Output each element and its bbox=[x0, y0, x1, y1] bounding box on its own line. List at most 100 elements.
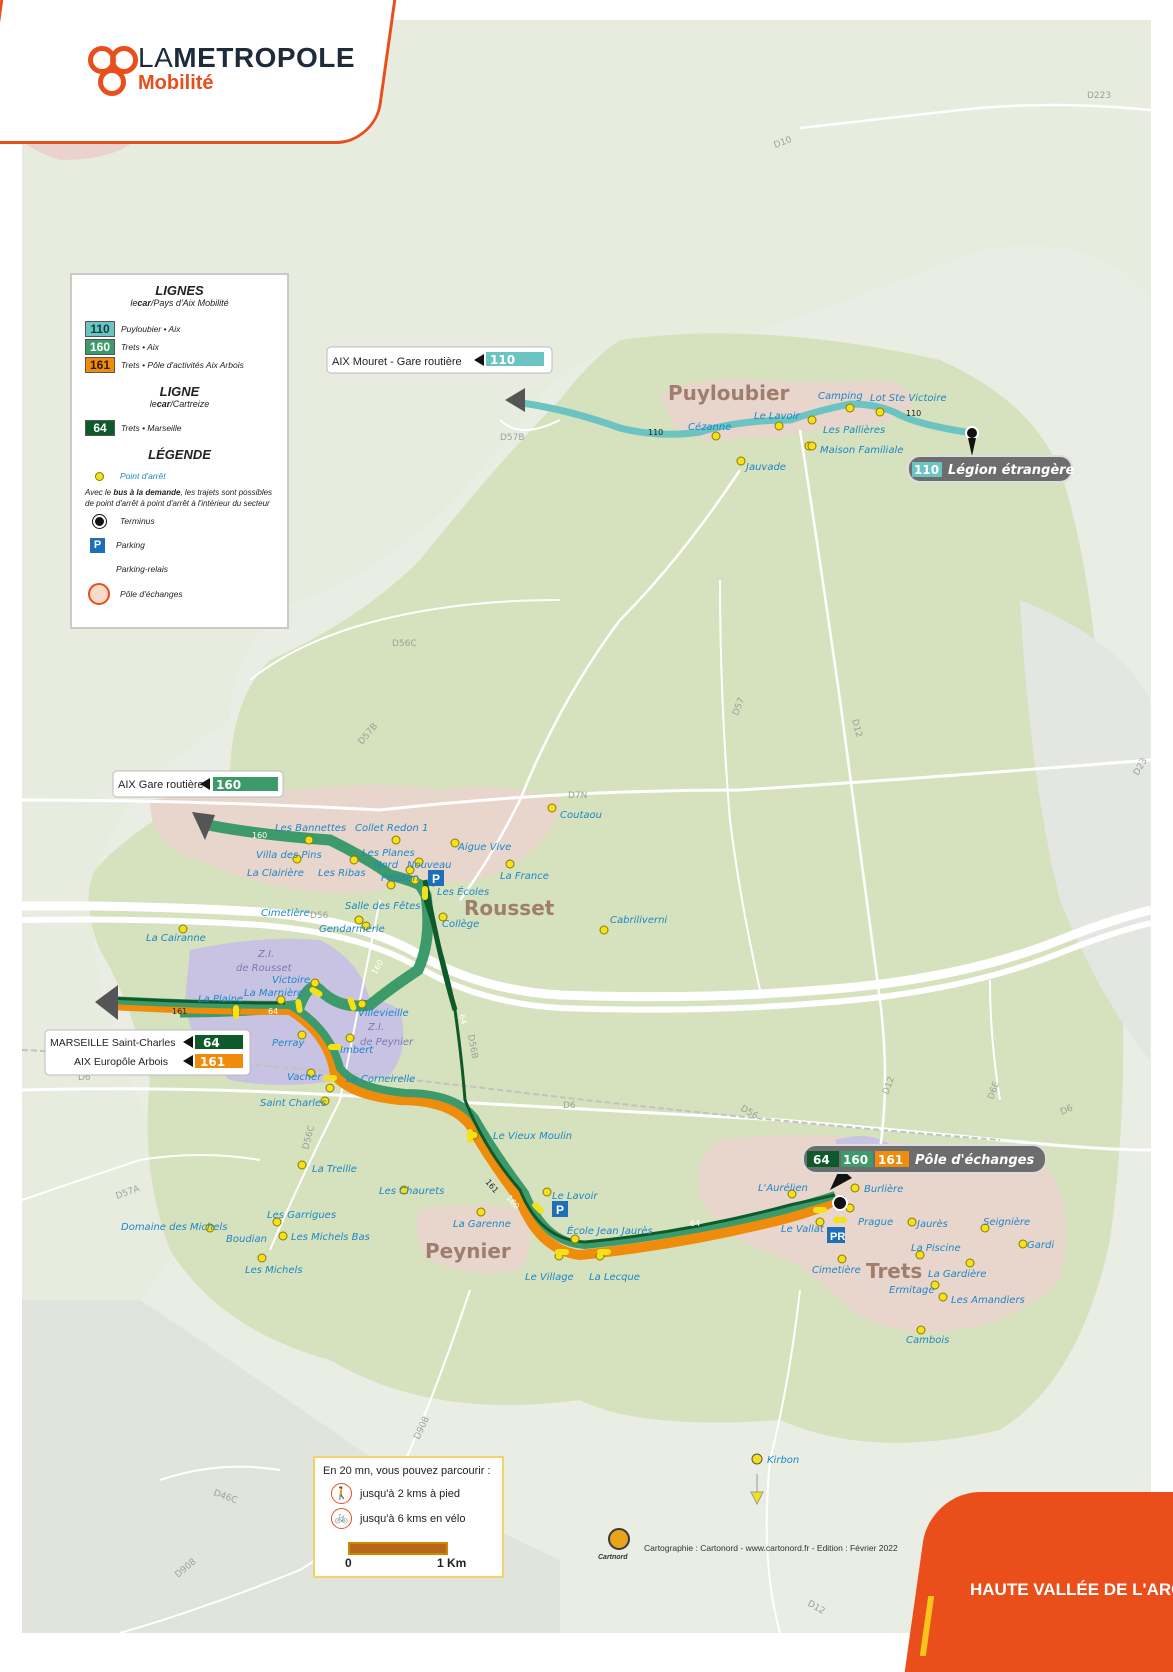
stop-label[interactable]: Camping bbox=[818, 391, 863, 402]
stop-label[interactable]: La Lecque bbox=[589, 1272, 640, 1283]
stop-marker[interactable] bbox=[599, 925, 609, 935]
stop-label[interactable]: Villa des Pins bbox=[256, 850, 322, 861]
stop-marker[interactable] bbox=[875, 407, 885, 417]
destination-pole[interactable]: 64 160 161 Pôle d'échanges bbox=[802, 1144, 1047, 1174]
stop-label[interactable]: Les Chaurets bbox=[379, 1186, 444, 1197]
stop-marker[interactable] bbox=[257, 1253, 267, 1263]
stop-label[interactable]: Domaine des Michels bbox=[121, 1222, 227, 1233]
destination-aix-gare[interactable]: AIX Gare routière 160 bbox=[112, 770, 284, 798]
stop-marker[interactable] bbox=[547, 803, 557, 813]
stop-marker[interactable] bbox=[815, 1217, 825, 1227]
stop-marker[interactable] bbox=[736, 456, 746, 466]
stop-label[interactable]: Villevieille bbox=[358, 1008, 409, 1019]
stop-label[interactable]: Les Planes bbox=[362, 848, 415, 859]
stop-marker[interactable] bbox=[542, 1187, 552, 1197]
stop-label[interactable]: Le Village bbox=[525, 1272, 574, 1283]
stop-label[interactable]: Cimetière bbox=[261, 907, 310, 919]
stop-marker[interactable] bbox=[310, 978, 320, 988]
stop-marker[interactable] bbox=[304, 835, 314, 845]
stop-marker[interactable] bbox=[391, 835, 401, 845]
stop-marker[interactable] bbox=[787, 1189, 797, 1199]
stop-marker[interactable] bbox=[837, 1254, 847, 1264]
stop-marker[interactable] bbox=[410, 875, 420, 885]
stop-marker[interactable] bbox=[980, 1223, 990, 1233]
stop-marker[interactable] bbox=[297, 1160, 307, 1170]
stop-label[interactable]: La Cairanne bbox=[146, 933, 206, 944]
stop-label[interactable]: Coutaou bbox=[560, 810, 602, 821]
destination-marseille-arbois[interactable]: MARSEILLE Saint-Charles 64 AIX Europôle … bbox=[44, 1029, 251, 1076]
stop-label[interactable]: Salle des Fêtes bbox=[345, 900, 420, 912]
stop-marker[interactable] bbox=[711, 431, 721, 441]
stop-marker[interactable] bbox=[349, 855, 359, 865]
stop-marker-kirbon[interactable] bbox=[751, 1453, 763, 1465]
stop-marker[interactable] bbox=[915, 1250, 925, 1260]
stop-label[interactable]: La Treille bbox=[312, 1164, 357, 1175]
stop-marker[interactable] bbox=[450, 838, 460, 848]
stop-label[interactable]: Victoire bbox=[272, 975, 310, 986]
stop-label[interactable]: Maison Familiale bbox=[820, 445, 903, 456]
stop-marker[interactable] bbox=[178, 924, 188, 934]
stop-label[interactable]: Gendarmerie bbox=[319, 924, 385, 935]
stop-label[interactable]: Cabriliverni bbox=[610, 915, 667, 926]
stop-label[interactable]: La Piscine bbox=[911, 1243, 961, 1254]
stop-marker[interactable] bbox=[438, 912, 448, 922]
stop-label[interactable]: Le Lavoir bbox=[754, 411, 800, 422]
stop-marker[interactable] bbox=[505, 859, 515, 869]
stop-label[interactable]: L'Aurélien bbox=[758, 1182, 808, 1194]
stop-marker[interactable] bbox=[386, 880, 396, 890]
stop-marker[interactable] bbox=[320, 1096, 330, 1106]
stop-label[interactable]: Cimetière bbox=[812, 1264, 861, 1276]
stop-label[interactable]: Les Bannettes bbox=[275, 823, 346, 834]
stop-label[interactable]: Burlière bbox=[864, 1183, 903, 1195]
stop-label[interactable]: La France bbox=[500, 871, 549, 882]
stop-marker[interactable] bbox=[292, 854, 302, 864]
stop-marker[interactable] bbox=[345, 1033, 355, 1043]
stop-label[interactable]: La Marnière bbox=[244, 987, 303, 999]
stop-label[interactable]: Perray bbox=[272, 1038, 306, 1049]
stop-marker[interactable] bbox=[907, 1217, 917, 1227]
stop-label[interactable]: Gardi bbox=[1027, 1240, 1054, 1251]
stop-label[interactable]: Nouveau bbox=[407, 860, 451, 871]
stop-marker[interactable] bbox=[405, 865, 415, 875]
stop-marker[interactable] bbox=[965, 1258, 975, 1268]
stop-label[interactable]: Imbert bbox=[340, 1045, 374, 1056]
stop-label[interactable]: Seignière bbox=[983, 1216, 1030, 1228]
stop-label[interactable]: Aigue Vive bbox=[457, 842, 511, 853]
stop-label[interactable]: La Corneirelle bbox=[346, 1074, 415, 1085]
stop-label[interactable]: Nord bbox=[374, 860, 399, 871]
stop-marker[interactable] bbox=[297, 1030, 307, 1040]
stop-marker[interactable] bbox=[361, 921, 371, 931]
stop-label[interactable]: Boudian bbox=[226, 1234, 267, 1245]
stop-label[interactable]: Les Amandiers bbox=[951, 1295, 1025, 1306]
stop-label[interactable]: Lot Ste Victoire bbox=[870, 393, 947, 404]
stop-label[interactable]: Peisson bbox=[381, 873, 419, 884]
stop-label[interactable]: Les Ribas bbox=[318, 868, 366, 879]
stop-marker[interactable] bbox=[414, 857, 424, 867]
stop-markers[interactable] bbox=[178, 403, 1028, 1465]
stop-marker[interactable] bbox=[272, 1217, 282, 1227]
stop-marker[interactable] bbox=[774, 421, 784, 431]
stop-marker[interactable] bbox=[357, 999, 367, 1009]
stop-label[interactable]: Les Michels Bas bbox=[291, 1232, 370, 1243]
stop-marker[interactable] bbox=[205, 1223, 215, 1233]
stop-label[interactable]: Les Écoles bbox=[437, 885, 489, 898]
stop-marker[interactable] bbox=[916, 1325, 926, 1335]
stop-label[interactable]: Les Michels bbox=[245, 1265, 303, 1276]
stop-label[interactable]: Le Vallat bbox=[781, 1224, 825, 1235]
stop-label[interactable]: Collège bbox=[442, 918, 479, 930]
stop-label[interactable]: Jaurès bbox=[915, 1218, 948, 1230]
stop-marker[interactable] bbox=[354, 915, 364, 925]
stop-label[interactable]: Les Garrigues bbox=[267, 1210, 336, 1221]
stop-marker[interactable] bbox=[1018, 1239, 1028, 1249]
stop-marker[interactable] bbox=[850, 1183, 860, 1193]
destination-aix-mouret[interactable]: AIX Mouret - Gare routière 110 bbox=[326, 346, 553, 374]
stop-label[interactable]: Le Lavoir bbox=[552, 1191, 598, 1202]
stop-marker[interactable] bbox=[399, 1185, 409, 1195]
stop-label[interactable]: Prague bbox=[858, 1217, 893, 1228]
stop-marker[interactable] bbox=[570, 1234, 580, 1244]
stop-label[interactable]: Saint Charles bbox=[260, 1098, 326, 1109]
stop-marker[interactable] bbox=[938, 1292, 948, 1302]
stop-label[interactable]: Les Pallières bbox=[823, 424, 885, 436]
stop-marker[interactable] bbox=[807, 415, 817, 425]
